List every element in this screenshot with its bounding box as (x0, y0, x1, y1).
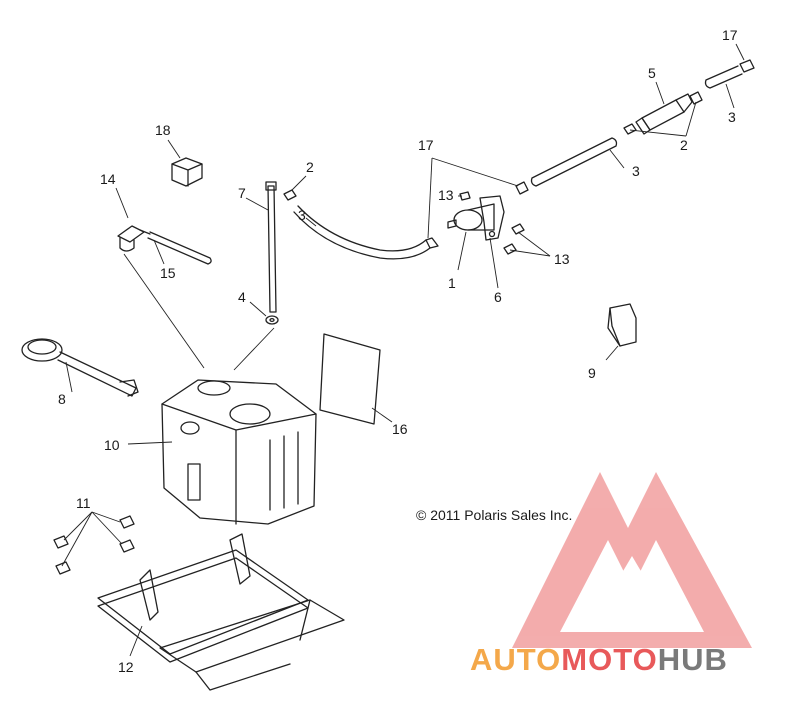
watermark-text-moto: MOTO (561, 642, 657, 677)
callout-4: 4 (238, 289, 246, 305)
part-8-fuel-sender (21, 338, 139, 397)
callout-6: 6 (494, 289, 502, 305)
part-9-mounting-clip (607, 303, 637, 347)
part-14-elbow-fitting (117, 225, 151, 252)
callout-13-bottom: 13 (554, 251, 570, 267)
callout-3-left: 3 (298, 207, 306, 223)
part-1-fuel-pump (447, 203, 495, 231)
part-2-fitting (689, 91, 703, 105)
part-15-short-hose (147, 231, 212, 265)
part-5-fuel-filter (635, 93, 693, 135)
watermark-text-auto: AUTO (470, 642, 561, 677)
part-3-short-hose (704, 65, 743, 89)
copyright-notice: © 2011 Polaris Sales Inc. (416, 507, 572, 523)
callout-17-top: 17 (722, 27, 738, 43)
part-13-bolts (459, 191, 525, 255)
callout-10: 10 (104, 437, 120, 453)
callout-12: 12 (118, 659, 134, 675)
callout-17-mid: 17 (418, 137, 434, 153)
callout-11: 11 (76, 495, 91, 511)
part-17-end-cap (739, 59, 755, 73)
part-6-pump-bracket (479, 195, 505, 241)
leader-lines (61, 43, 745, 657)
callout-9: 9 (588, 365, 596, 381)
watermark-text: AUTOMOTOHUB (470, 642, 728, 677)
callout-8: 8 (58, 391, 66, 407)
part-17-clamp-mid (515, 181, 529, 195)
callout-2-left: 2 (306, 159, 314, 175)
part-3-straight-hose (530, 137, 618, 187)
part-12-mounting-frame (97, 533, 345, 691)
automotohub-watermark (512, 472, 752, 648)
part-3-curved-hose (293, 205, 439, 260)
callout-13-top: 13 (438, 187, 454, 203)
part-18-block (171, 157, 203, 187)
callout-16: 16 (392, 421, 408, 437)
callout-3-mid: 3 (632, 163, 640, 179)
callout-7: 7 (238, 185, 246, 201)
callout-15: 15 (160, 265, 176, 281)
part-10-fuel-tank (161, 379, 317, 525)
part-2-clamp-left (283, 189, 297, 201)
callout-18: 18 (155, 122, 171, 138)
callout-1: 1 (448, 275, 456, 291)
part-16-label-sheet (319, 333, 381, 425)
callout-14: 14 (100, 171, 116, 187)
callout-3-right: 3 (728, 109, 736, 125)
callout-numbers: 18 14 15 7 4 2 3 17 13 1 6 13 3 2 5 3 17… (58, 27, 738, 675)
watermark-text-hub: HUB (658, 642, 728, 677)
part-2-clamp-right (623, 123, 637, 135)
part-7-vent-tube (265, 181, 277, 313)
callout-2-right: 2 (680, 137, 688, 153)
part-11-bolts (53, 515, 135, 575)
callout-5: 5 (648, 65, 656, 81)
watermark-inner-mark (600, 556, 664, 610)
part-4-grommet (265, 315, 279, 325)
